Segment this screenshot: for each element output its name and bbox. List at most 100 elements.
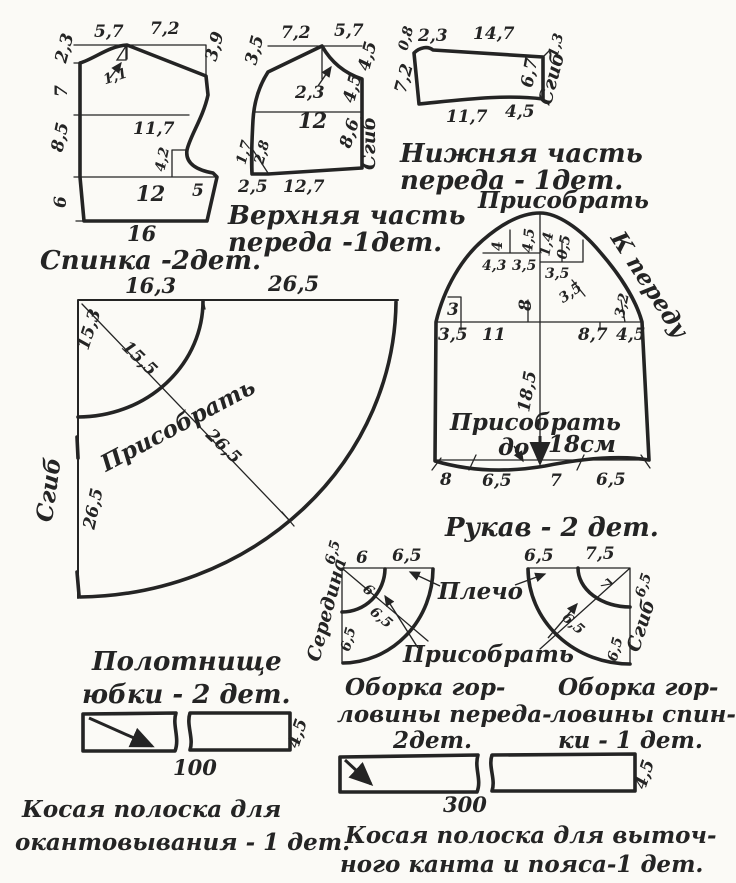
dim-label: 5 [192, 181, 204, 201]
dim-label: 3,5 [241, 33, 268, 67]
piece-title: переда -1дет. [228, 228, 442, 258]
gather-bottom-label: Присобрать [449, 409, 621, 436]
back-frill-outer-arc [526, 567, 632, 666]
lower-front-edge-ticks [542, 50, 550, 106]
lower-front-outline [412, 45, 545, 106]
dim-label: 6,5 [559, 610, 588, 638]
front-frill-outer-arc [341, 567, 435, 665]
dim-label: 26,5 [79, 486, 107, 532]
dim-label: 3 [447, 300, 459, 320]
dim-label: 16 [127, 221, 157, 246]
dim-label: 7,2 [150, 19, 180, 39]
dim-label: 5,7 [94, 22, 124, 42]
skirt-diagonal [81, 303, 291, 522]
dim-label: 14,7 [473, 24, 515, 44]
dim-label: 2,8 [251, 138, 273, 167]
piece-title: ки - 1 дет. [558, 727, 703, 754]
dim-label: 3,9 [202, 29, 229, 63]
shoulder-arrow-right [514, 572, 547, 586]
piece-title: Нижняя часть [399, 139, 643, 169]
dim-label: 2,3 [51, 31, 78, 66]
dim-label: 3,5 [512, 258, 536, 274]
dim-label: 8,5 [47, 121, 73, 155]
piece-title: ловины спин- [550, 701, 736, 728]
dim-label: 3,2 [612, 292, 633, 319]
dim-label: 0,5 [554, 234, 574, 261]
dim-label: 4,5 [354, 39, 381, 73]
dim-label: 4,2 [152, 146, 173, 173]
dim-label: 15,5 [117, 337, 161, 380]
dim-label: 7 [596, 575, 614, 593]
dim-label: 4 [490, 241, 506, 251]
dim-label: 6,5 [366, 604, 395, 632]
piece-upper-front: 7,2 5,7 3,5 4,5 4,5 2,3 12 8,6 Сгиб 1,7 … [227, 21, 466, 258]
back-construction-lines [73, 43, 217, 222]
binding-strip-grain-arrow [88, 716, 155, 748]
dim-label: 12 [136, 181, 165, 206]
dim-label: 4,5 [520, 228, 538, 254]
dim-label: 1,3 [546, 31, 568, 59]
piping-strip-grain-arrow [343, 758, 374, 787]
dim-label: 6,5 [605, 636, 627, 664]
dim-label: 6,5 [392, 546, 422, 566]
dim-label: 12 [298, 108, 327, 133]
dim-label: 8 [439, 470, 452, 490]
dim-label: 1,7 [234, 138, 256, 166]
piece-title: Рукав - 2 дет. [444, 513, 659, 543]
dim-label: 6,5 [322, 539, 344, 567]
upper-front-construction-lines [252, 45, 363, 175]
skirt-inner-arc [76, 299, 205, 419]
piece-title: Косая полоска для выточ- [344, 822, 717, 849]
piece-title: Косая полоска для [21, 796, 281, 823]
dim-label: 7 [550, 471, 562, 491]
skirt-ticks [202, 299, 295, 527]
dim-label: 2,3 [417, 26, 448, 46]
dim-label: 7,2 [391, 62, 418, 96]
dim-label: 16,3 [125, 273, 176, 298]
shoulder-arrow-left [408, 571, 441, 587]
dim-label: 7,5 [585, 544, 615, 564]
piece-back-frill: 6,5 7,5 7 6,5 6,5 6,5 Сгиб Оборка гор- л… [524, 544, 736, 754]
dim-label: 6 [51, 196, 71, 208]
dim-label: 300 [443, 792, 487, 817]
sleeve-outline [433, 211, 651, 472]
back-neck-arrow [109, 61, 122, 79]
piece-title: ного канта и пояса-1 дет. [340, 851, 703, 878]
dim-label: 2,5 [237, 177, 268, 197]
front-frill-gather-arrow [384, 594, 419, 649]
dim-label: 1,4 [537, 231, 557, 258]
piece-title: юбки - 2 дет. [82, 680, 291, 710]
dim-label: 11 [482, 325, 506, 345]
gather-bottom-label: 18см [548, 431, 616, 458]
dim-label: 12,7 [283, 177, 325, 197]
dim-label: 3,5 [438, 325, 468, 345]
dim-label: 6,5 [632, 571, 655, 599]
dim-label: 0,8 [396, 24, 418, 52]
piece-piping-strip: 300 4,5 Косая полоска для выточ- ного ка… [338, 752, 717, 878]
dim-label: 4,3 [482, 258, 507, 274]
dim-label: 4,5 [505, 102, 535, 122]
dim-label: 4,5 [284, 716, 312, 750]
piece-title: Спинка -2дет. [40, 246, 261, 276]
piece-title: ловины переда- [337, 701, 552, 728]
dim-label: 8,7 [577, 325, 608, 345]
dim-label: 6,5 [596, 470, 626, 490]
piece-lower-front: 0,8 2,3 14,7 7,2 6,7 1,3 Сгиб 11,7 4,5 Н… [391, 24, 643, 196]
shoulder-label: Плечо [437, 578, 523, 605]
piece-title: окантовывания - 1 дет. [15, 829, 350, 856]
back-frill-inner-arc [576, 566, 632, 609]
back-frill-gather-arrow [547, 602, 578, 639]
gather-bottom-label: до [498, 434, 529, 461]
dim-label: 2,3 [294, 83, 325, 103]
dim-label: 11,7 [446, 107, 488, 127]
piece-title: Оборка гор- [558, 674, 718, 701]
piece-title: переда - 1дет. [400, 166, 623, 196]
gather-label: Присобрать [402, 641, 574, 668]
dim-label: 3,5 [556, 280, 585, 307]
frill-callouts: Плечо Присобрать [402, 571, 574, 668]
skirt-edge-marks [75, 435, 81, 597]
dim-label: 8 [516, 299, 536, 312]
fold-label: Сгиб [31, 456, 67, 524]
